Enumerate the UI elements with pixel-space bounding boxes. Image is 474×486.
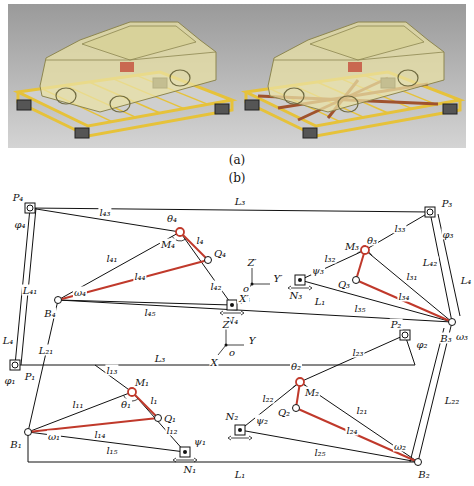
part-label: φ₄ bbox=[13, 219, 26, 230]
part-label: o bbox=[242, 283, 250, 294]
part-label: P₃ bbox=[441, 198, 454, 209]
panel-caption: (a) bbox=[228, 155, 247, 166]
part-label: Y bbox=[248, 335, 257, 346]
part-label: Z bbox=[222, 319, 231, 330]
part-label: L₄₂ bbox=[422, 257, 439, 268]
part-label: L₄ bbox=[460, 275, 473, 286]
part-label: l₃₅ bbox=[353, 303, 366, 314]
part-label: L₂₂ bbox=[444, 395, 461, 406]
part-label: Y′ bbox=[273, 273, 284, 284]
part-label: M₃ bbox=[344, 241, 360, 252]
part-label: θ₁ bbox=[120, 399, 132, 410]
part-label: L₄ bbox=[2, 335, 15, 346]
part-label: P₁ bbox=[24, 371, 37, 382]
part-label: l₃₃ bbox=[393, 223, 406, 234]
part-label: ω₁ bbox=[47, 431, 61, 442]
part-label: θ₃ bbox=[366, 235, 378, 246]
part-label: φ₁ bbox=[3, 375, 16, 386]
part-label: l₄₃ bbox=[98, 207, 111, 218]
part-label: B₄ bbox=[43, 308, 56, 319]
part-label: l₄₅ bbox=[143, 307, 156, 318]
part-label: N₃ bbox=[289, 290, 304, 301]
part-label: l₄₂ bbox=[209, 281, 222, 292]
part-label: l₂₅ bbox=[313, 447, 326, 458]
part-label: l₃₁ bbox=[405, 271, 418, 282]
part-label: ω₂ bbox=[393, 441, 407, 452]
part-label: P₂ bbox=[390, 319, 403, 330]
part-label: L₃ bbox=[154, 353, 167, 364]
part-label: l₁ bbox=[149, 395, 158, 406]
part-label: X′ bbox=[238, 293, 249, 304]
part-label: l₄₄ bbox=[133, 271, 146, 282]
car-render bbox=[245, 22, 460, 138]
part-label: Q₁ bbox=[163, 413, 177, 424]
part-label: ω₄ bbox=[73, 287, 87, 298]
part-label: l₄₁ bbox=[105, 253, 118, 264]
car-render bbox=[17, 22, 232, 138]
part-label: B₃ bbox=[439, 333, 452, 344]
part-label: ψ₁ bbox=[193, 436, 207, 447]
part-label: L₂₁ bbox=[38, 345, 55, 356]
part-label: l₃₄ bbox=[397, 291, 410, 302]
render-panel bbox=[8, 4, 466, 148]
part-label: X bbox=[209, 357, 218, 368]
part-label: φ₂ bbox=[415, 339, 428, 350]
part-label: o bbox=[228, 347, 236, 358]
part-label: L₃ bbox=[234, 196, 247, 207]
part-label: l₂₂ bbox=[261, 393, 274, 404]
part-label: N₁ bbox=[183, 464, 198, 475]
part-label: M₁ bbox=[134, 377, 150, 388]
part-label: P₄ bbox=[12, 192, 25, 203]
part-label: Q₂ bbox=[277, 407, 291, 418]
part-label: N₂ bbox=[225, 411, 240, 422]
part-label: Q₄ bbox=[213, 248, 227, 259]
part-label: Q₃ bbox=[337, 279, 351, 290]
part-label: B₁ bbox=[9, 439, 22, 450]
part-label: l₂₄ bbox=[345, 425, 358, 436]
part-label: ω₃ bbox=[455, 331, 469, 342]
part-label: l₁₁ bbox=[71, 399, 84, 410]
part-label: φ₃ bbox=[441, 229, 454, 240]
part-label: l₃₂ bbox=[323, 253, 336, 264]
part-label: ψ₂ bbox=[255, 415, 269, 426]
part-label: l₁₅ bbox=[105, 445, 118, 456]
part-label: l₁₂ bbox=[165, 425, 178, 436]
part-label: L₁ bbox=[234, 469, 247, 480]
part-label: l₄ bbox=[195, 235, 204, 246]
part-label: θ₂ bbox=[290, 361, 302, 372]
panel-caption: (b) bbox=[227, 173, 246, 184]
part-label: ψ₃ bbox=[311, 265, 325, 276]
part-label: B₂ bbox=[417, 469, 430, 480]
part-label: θ₄ bbox=[166, 213, 178, 224]
part-label: L₄₁ bbox=[22, 285, 39, 296]
part-label: M₂ bbox=[304, 387, 320, 398]
part-label: l₂₁ bbox=[355, 405, 368, 416]
part-label: L₁ bbox=[314, 296, 327, 307]
part-label: l₁₄ bbox=[93, 429, 106, 440]
mechanism-diagram bbox=[10, 203, 460, 466]
part-label: l₁₃ bbox=[105, 365, 118, 376]
part-label: Z′ bbox=[246, 257, 257, 268]
part-label: l₂₃ bbox=[351, 347, 364, 358]
part-label: M₄ bbox=[160, 239, 176, 250]
